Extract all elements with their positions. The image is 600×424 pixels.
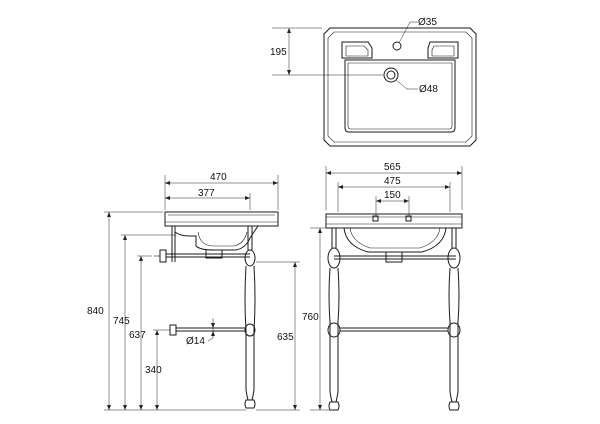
front-right-leg-collar-upper <box>447 247 461 269</box>
side-wall-fixing-upper <box>159 249 167 263</box>
dim-waste-label: Ø48 <box>419 84 438 95</box>
front-right-leg-collar-lower <box>447 322 461 338</box>
dim-overall-width-label: 565 <box>384 162 401 173</box>
side-basin-rim <box>164 211 279 227</box>
side-leg-collar-lower <box>244 323 256 337</box>
front-right-foot <box>448 401 460 411</box>
dim-upper-rail-height-label: 637 <box>129 330 146 341</box>
dim-leg-height-label: 760 <box>302 312 319 323</box>
plan-waste-outer <box>383 67 399 83</box>
plan-left-ledge-inner <box>345 45 369 57</box>
side-foot <box>244 399 256 409</box>
dim-tap-hole-label: Ø35 <box>418 17 437 28</box>
plan-right-ledge-inner <box>431 45 455 57</box>
plan-bowl <box>344 59 456 133</box>
front-basin-rim <box>325 213 463 229</box>
dim-leg-length-label: 635 <box>277 332 294 343</box>
dim-rim-height-label: 745 <box>113 316 130 327</box>
dim-bowl-width-label: 475 <box>384 176 401 187</box>
plan-view: Ø35 Ø48 195 <box>270 17 477 147</box>
front-view: 565 475 150 <box>302 162 463 411</box>
dim-bowl-depth-label: 377 <box>198 188 215 199</box>
side-basin-bowl <box>174 225 259 251</box>
dim-overall-depth-label: 470 <box>210 172 227 183</box>
front-right-leg <box>448 267 460 403</box>
front-tap-hole-left <box>372 215 379 222</box>
dim-total-height-label: 840 <box>87 306 104 317</box>
front-tap-hole-right <box>405 215 412 222</box>
front-left-leg <box>328 267 340 403</box>
plan-basin-outline <box>323 27 477 147</box>
dim-depth-to-waste-label: 195 <box>270 47 287 58</box>
front-left-leg-collar-lower <box>327 322 341 338</box>
plan-tap-hole <box>392 41 402 51</box>
dim-lower-rail-height-label: 340 <box>145 365 162 376</box>
plan-left-ledge <box>341 41 373 59</box>
side-leg-collar-upper <box>244 249 256 267</box>
side-view: 470 377 <box>87 172 300 411</box>
plan-waste-inner <box>386 70 396 80</box>
side-wall-fixing-lower <box>169 324 177 336</box>
plan-basin-inner-outline <box>327 31 473 143</box>
plan-right-ledge <box>427 41 459 59</box>
front-basin-bowl <box>343 227 447 253</box>
front-waste <box>385 252 403 263</box>
front-left-foot <box>328 401 340 411</box>
side-leg <box>244 265 256 401</box>
front-left-leg-collar-upper <box>327 247 341 269</box>
dim-tap-centres-label: 150 <box>384 190 401 201</box>
plan-bowl-inner <box>347 62 453 130</box>
dim-rail-diameter-label: Ø14 <box>186 336 205 347</box>
